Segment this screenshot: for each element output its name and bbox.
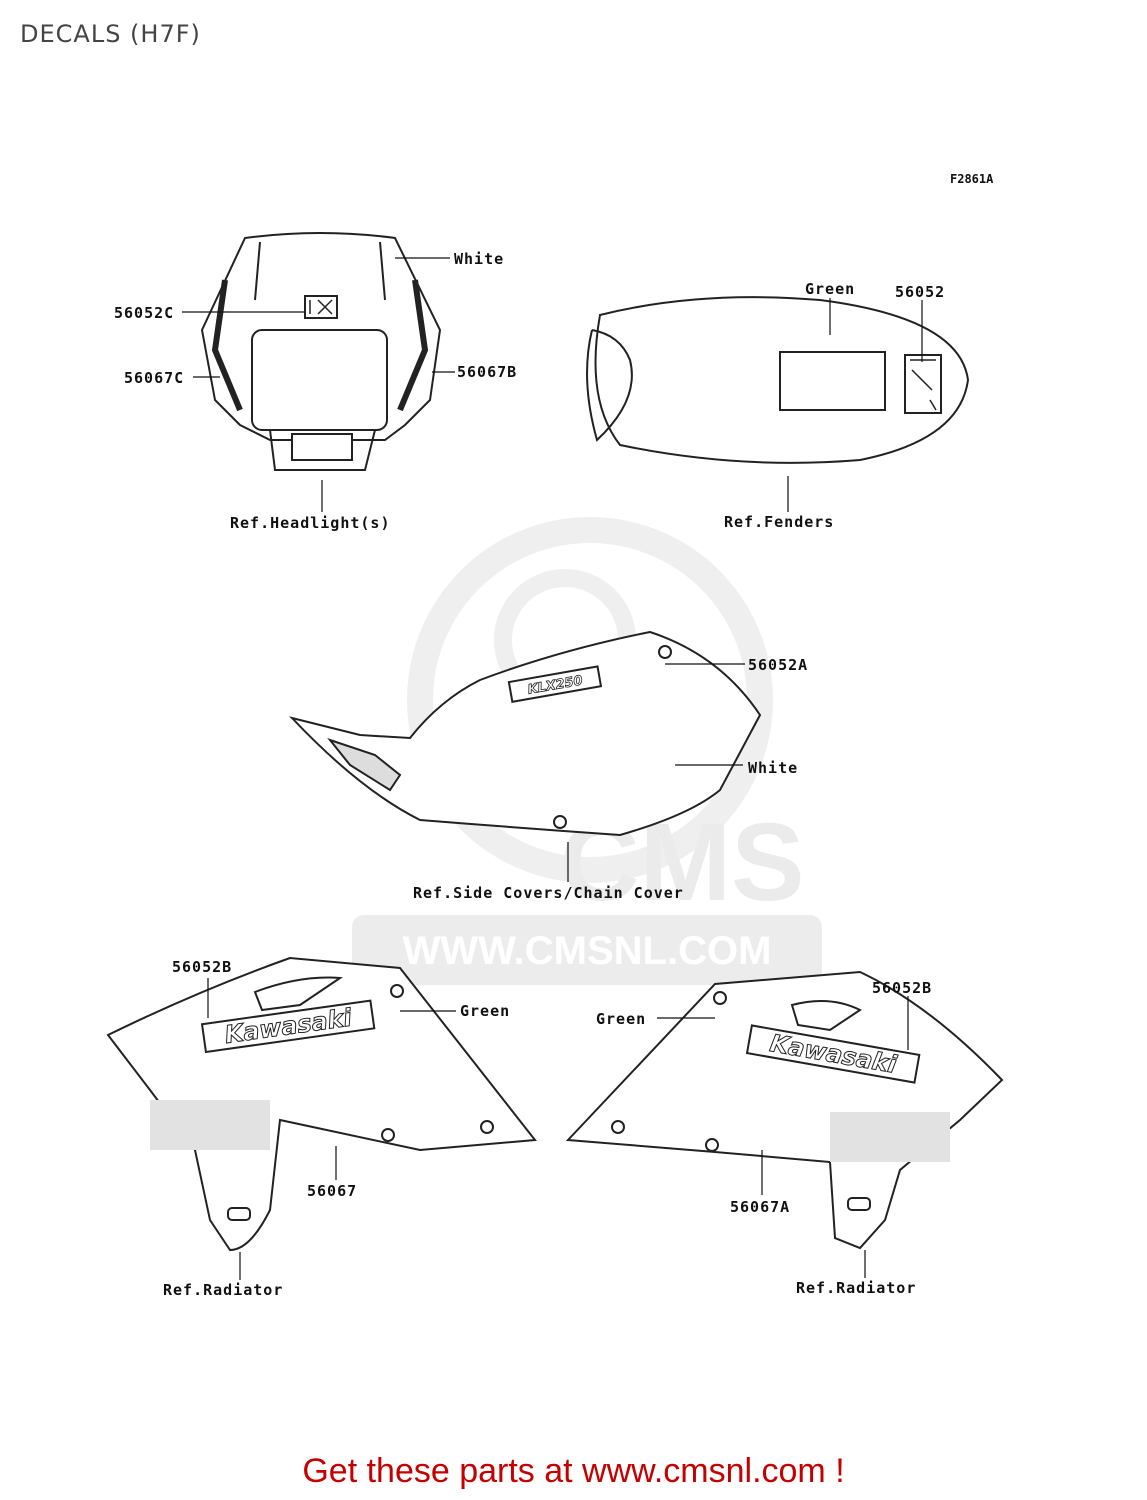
label-right-green: Green xyxy=(596,1010,646,1028)
watermark-url: WWW.CMSNL.COM xyxy=(403,929,772,973)
label-56052A: 56052A xyxy=(748,656,808,674)
leader-lines xyxy=(182,257,923,1280)
label-side-white: White xyxy=(748,759,798,777)
label-56067B: 56067B xyxy=(457,363,517,381)
label-right-ref-radiator: Ref.Radiator xyxy=(796,1279,916,1297)
label-right-56052B: 56052B xyxy=(872,979,932,997)
label-left-ref-radiator: Ref.Radiator xyxy=(163,1281,283,1299)
label-ref-fenders: Ref.Fenders xyxy=(724,513,834,531)
label-ref-side-covers: Ref.Side Covers/Chain Cover xyxy=(413,884,684,902)
label-ref-headlight: Ref.Headlight(s) xyxy=(230,514,391,532)
watermark: CMS WWW.CMSNL.COM xyxy=(352,517,822,985)
footer-link-text[interactable]: Get these parts at www.cmsnl.com ! xyxy=(302,1452,845,1490)
figure-id: F2861A xyxy=(950,172,994,186)
label-headlight-white: White xyxy=(454,250,504,268)
right-shroud-drawing: Kawasaki xyxy=(565,970,1004,1250)
label-56052: 56052 xyxy=(895,283,945,301)
label-fender-green: Green xyxy=(805,280,855,298)
label-left-green: Green xyxy=(460,1002,510,1020)
page-title: DECALS (H7F) xyxy=(20,20,201,48)
left-shroud-drawing: Kawasaki xyxy=(106,956,537,1252)
label-56067: 56067 xyxy=(307,1182,357,1200)
label-56067A: 56067A xyxy=(730,1198,790,1216)
label-left-56052B: 56052B xyxy=(172,958,232,976)
fender-drawing xyxy=(586,296,970,464)
side-cover-drawing: KLX250 xyxy=(288,630,762,837)
label-56067C: 56067C xyxy=(124,369,184,387)
headlight-drawing xyxy=(200,232,442,471)
label-56052C: 56052C xyxy=(114,304,174,322)
